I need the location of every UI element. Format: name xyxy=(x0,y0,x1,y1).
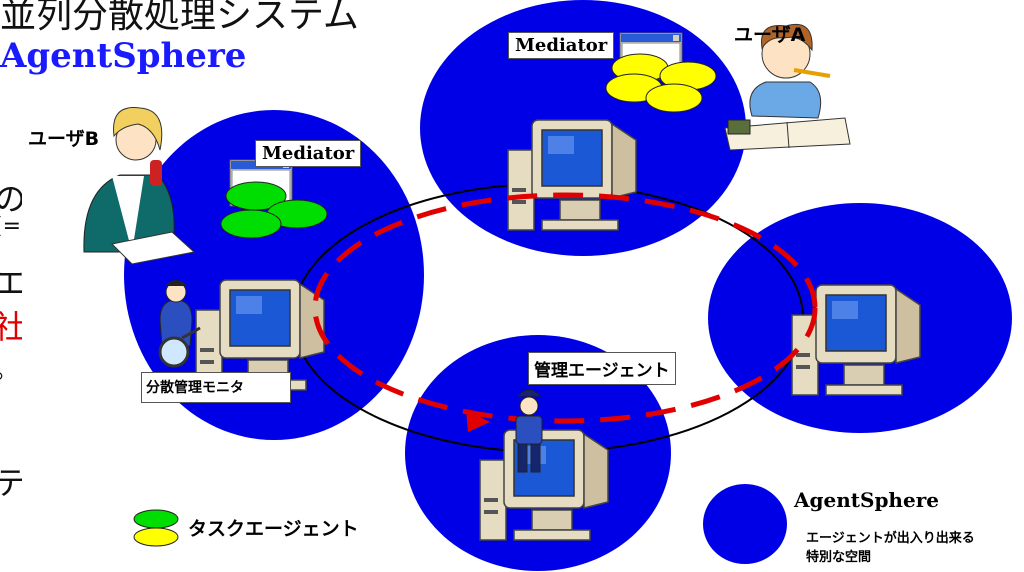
fragment-5: 。 xyxy=(0,350,18,385)
task-agent-icon xyxy=(220,209,282,239)
manager-label: 管理エージェント xyxy=(528,352,676,385)
task-agent-icon xyxy=(645,83,703,113)
legend-sphere-title: AgentSphere xyxy=(794,488,939,512)
legend-sphere-icon xyxy=(703,484,787,564)
legend-sphere-desc-1: エージェントが出入り出来る xyxy=(806,531,975,546)
legend-task-green-icon xyxy=(133,509,179,529)
fragment-6: テム xyxy=(0,464,22,502)
user-b-icon xyxy=(83,107,196,265)
legend-task-agent: タスクエージェント xyxy=(188,518,359,540)
monitor-agent-icon xyxy=(158,280,201,368)
user-a-label: ユーザA xyxy=(734,24,806,46)
user-b-label: ユーザB xyxy=(28,128,100,150)
fragment-4: 社 xyxy=(0,308,22,346)
route-arrow-icon xyxy=(466,410,490,432)
title-system: 並列分散処理システム xyxy=(0,0,359,36)
mediator-label-top: Mediator xyxy=(508,32,615,59)
legend-sphere-desc-2: 特別な空間 xyxy=(806,550,872,565)
fragment-1: の xyxy=(0,180,22,218)
mediator-label-left: Mediator xyxy=(255,140,362,167)
manager-agent-icon xyxy=(515,389,543,473)
fragment-2: (= xyxy=(0,214,22,239)
left-text-fragments: の (= エ 社 。 テム xyxy=(0,168,22,528)
legend-task-yellow-icon xyxy=(133,527,179,547)
agent-route xyxy=(312,192,818,424)
user-a-icon xyxy=(724,24,851,151)
title-agentsphere: AgentSphere xyxy=(0,36,247,76)
fragment-3: エ xyxy=(0,264,22,302)
monitor-label: 分散管理モニタ xyxy=(141,372,291,403)
